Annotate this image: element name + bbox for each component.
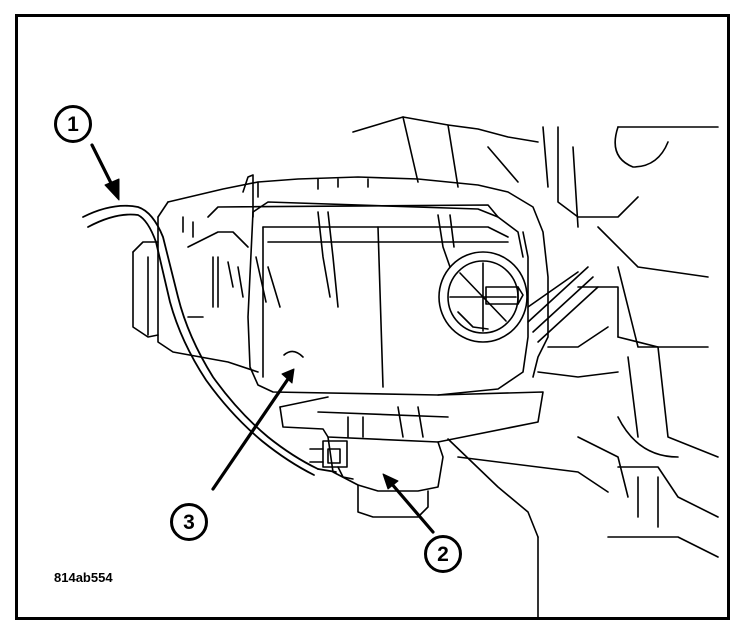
blower-motor xyxy=(279,391,609,617)
line-art-illustration xyxy=(82,116,719,617)
motor-hub xyxy=(438,251,528,343)
support-ribs xyxy=(527,266,599,343)
callout-2: 2 xyxy=(424,535,462,573)
callout-1: 1 xyxy=(54,105,92,143)
figure-frame: 1 2 3 814ab554 xyxy=(15,14,730,620)
background-structure xyxy=(352,116,719,558)
figure-id-label: 814ab554 xyxy=(54,570,113,585)
leader-arrowheads xyxy=(104,178,399,490)
blower-housing xyxy=(132,174,549,378)
wiring-harness xyxy=(82,204,337,476)
electrical-connector xyxy=(309,440,354,480)
callout-3: 3 xyxy=(170,503,208,541)
leader-lines xyxy=(90,143,435,534)
